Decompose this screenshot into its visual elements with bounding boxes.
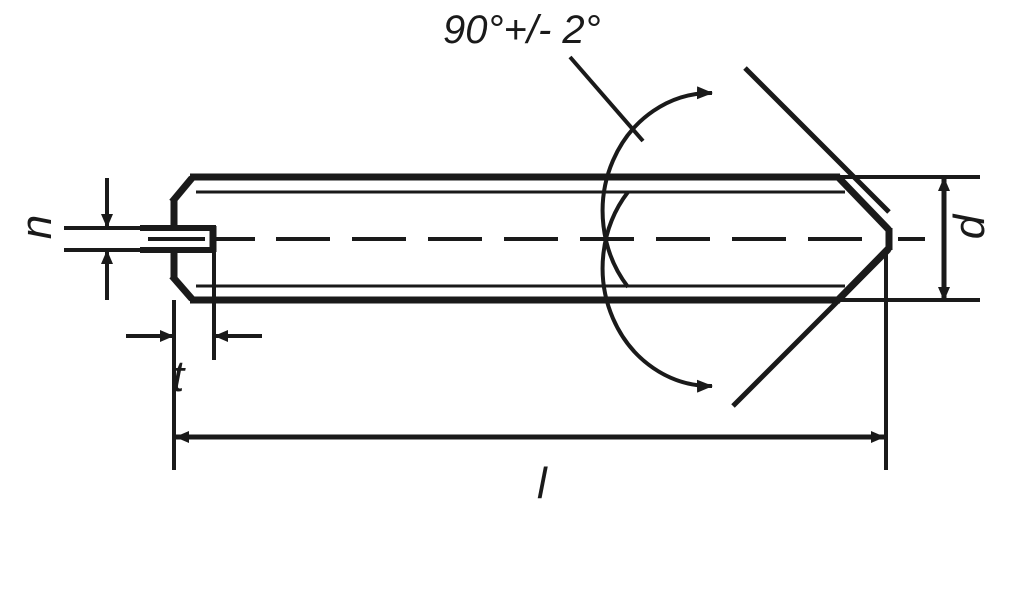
chamfer-bottom-left (169, 273, 195, 302)
diameter-label: d (945, 214, 995, 240)
angle-leader-line (568, 55, 645, 143)
angle-leg-upper (743, 66, 891, 214)
cone-angle-arc-dimension (600, 86, 713, 393)
slot-depth-label: t (172, 352, 185, 401)
screw-body-outline (169, 173, 893, 304)
cone-angle-construction-lines (731, 66, 891, 408)
angle-label: 90°+/- 2° (443, 8, 601, 52)
length-dimension (172, 250, 888, 470)
slot-width-dimension (64, 178, 152, 300)
slot-width-label: n (12, 214, 62, 240)
chamfer-top-left (169, 175, 195, 205)
length-label: l (537, 459, 547, 508)
diameter-dimension (830, 175, 980, 302)
angle-arc-upper (600, 86, 713, 289)
slot-detail (140, 225, 217, 253)
angle-arc-lower (600, 190, 713, 393)
angle-leg-lower (731, 248, 891, 408)
cone-face-upper (835, 174, 892, 233)
